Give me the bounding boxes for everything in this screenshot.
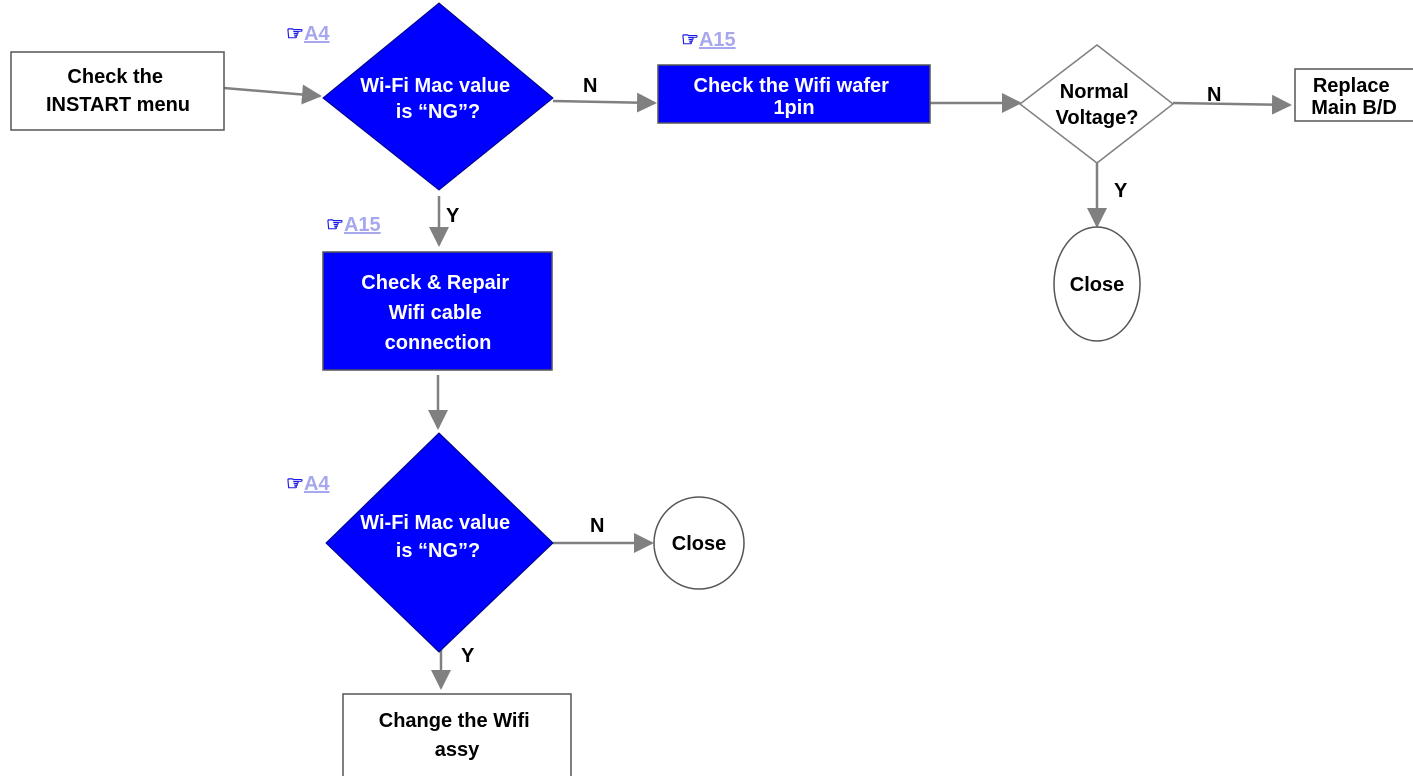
ref-link-a4-1[interactable]: A4 (304, 23, 330, 45)
edge-decision-1-no (552, 92, 657, 113)
close-1-label: Close (1070, 274, 1124, 296)
start-box-line-2: INSTART menu (46, 94, 190, 116)
decision-1-line-1: Wi-Fi Mac value (360, 75, 510, 97)
replace-main-box: Replace Main B/D (1294, 68, 1413, 122)
repair-cable-line-3: connection (385, 332, 492, 354)
replace-main-line-2: Main B/D (1311, 97, 1397, 119)
repair-cable-box: Check & Repair Wifi cable connection (322, 251, 553, 371)
ref-link-a15-1[interactable]: A15 (699, 29, 736, 51)
decision-wifi-mac-ng-2: Wi-Fi Mac value is “NG”? (325, 432, 554, 653)
d1-no-label: N (583, 75, 597, 97)
svg-text:Change the Wifi assy: Change the Wifi assy (379, 710, 536, 761)
svg-text:Normal Voltage?: Normal Voltage? (1056, 81, 1139, 129)
ref-link-a15-2[interactable]: A15 (344, 214, 381, 236)
close-terminal-1: Close (1053, 226, 1141, 342)
repair-cable-line-1: Check & Repair (361, 272, 509, 294)
edge-voltage-no (1172, 94, 1292, 115)
svg-text:Wi-Fi Mac value is “NG: Wi-Fi Mac value is “NG”? (360, 512, 515, 562)
svg-text:☞A15: ☞A15 (681, 29, 736, 51)
normal-voltage-line-2: Voltage? (1056, 107, 1139, 129)
svg-text:☞A4: ☞A4 (286, 23, 330, 45)
start-box-line-1: Check the (67, 66, 163, 88)
edge-labels: N Y N Y N Y (446, 75, 1221, 667)
svg-text:Wi-Fi Mac value is “NG: Wi-Fi Mac value is “NG”? (360, 75, 515, 123)
ref-link-a4-2[interactable]: A4 (304, 473, 330, 495)
nv-yes-label: Y (1114, 180, 1128, 202)
repair-cable-line-2: Wifi cable (389, 302, 482, 324)
svg-text:☞A15: ☞A15 (326, 214, 381, 236)
edge-start-to-decision-1 (223, 84, 322, 105)
ref-repair-cable[interactable]: ☞A15 (326, 214, 381, 236)
decision-2-line-1: Wi-Fi Mac value (360, 512, 510, 534)
pointing-hand-icon: ☞ (286, 23, 304, 45)
d2-yes-label: Y (461, 645, 475, 667)
start-box: Check the INSTART menu (10, 51, 225, 131)
close-terminal-2: Close (653, 496, 745, 590)
check-wafer-line-1: Check the Wifi wafer (694, 75, 890, 97)
change-wifi-line-2: assy (435, 739, 480, 761)
ref-decision-2[interactable]: ☞A4 (286, 473, 330, 495)
replace-main-line-1: Replace (1313, 75, 1390, 97)
svg-text:Replace Main B/D: Replace Main B/D (1311, 75, 1397, 119)
decision-1-line-2: is “NG”? (396, 101, 480, 123)
pointing-hand-icon: ☞ (286, 473, 304, 495)
decision-wifi-mac-ng-1: Wi-Fi Mac value is “NG”? (322, 2, 554, 191)
ref-check-wafer[interactable]: ☞A15 (681, 29, 736, 51)
pointing-hand-icon: ☞ (326, 214, 344, 236)
decision-normal-voltage: Normal Voltage? (1018, 44, 1175, 164)
d1-yes-label: Y (446, 205, 460, 227)
connectors (223, 84, 1292, 690)
nv-no-label: N (1207, 84, 1221, 106)
svg-text:Check the Wifi wafer 1pi: Check the Wifi wafer 1pin (694, 75, 895, 119)
change-wifi-line-1: Change the Wifi (379, 710, 530, 732)
normal-voltage-line-1: Normal (1060, 81, 1129, 103)
decision-2-line-2: is “NG”? (396, 540, 480, 562)
svg-text:Check & Repair Wifi cabl: Check & Repair Wifi cable connection (361, 272, 514, 354)
d2-no-label: N (590, 515, 604, 537)
ref-decision-1[interactable]: ☞A4 (286, 23, 330, 45)
pointing-hand-icon: ☞ (681, 29, 699, 51)
change-wifi-box: Change the Wifi assy (342, 693, 572, 776)
check-wafer-line-2: 1pin (773, 97, 814, 119)
check-wafer-box: Check the Wifi wafer 1pin (657, 64, 931, 124)
close-2-label: Close (672, 533, 726, 555)
svg-text:☞A4: ☞A4 (286, 473, 330, 495)
svg-text:Check the INSTART menu: Check the INSTART menu (46, 66, 190, 116)
